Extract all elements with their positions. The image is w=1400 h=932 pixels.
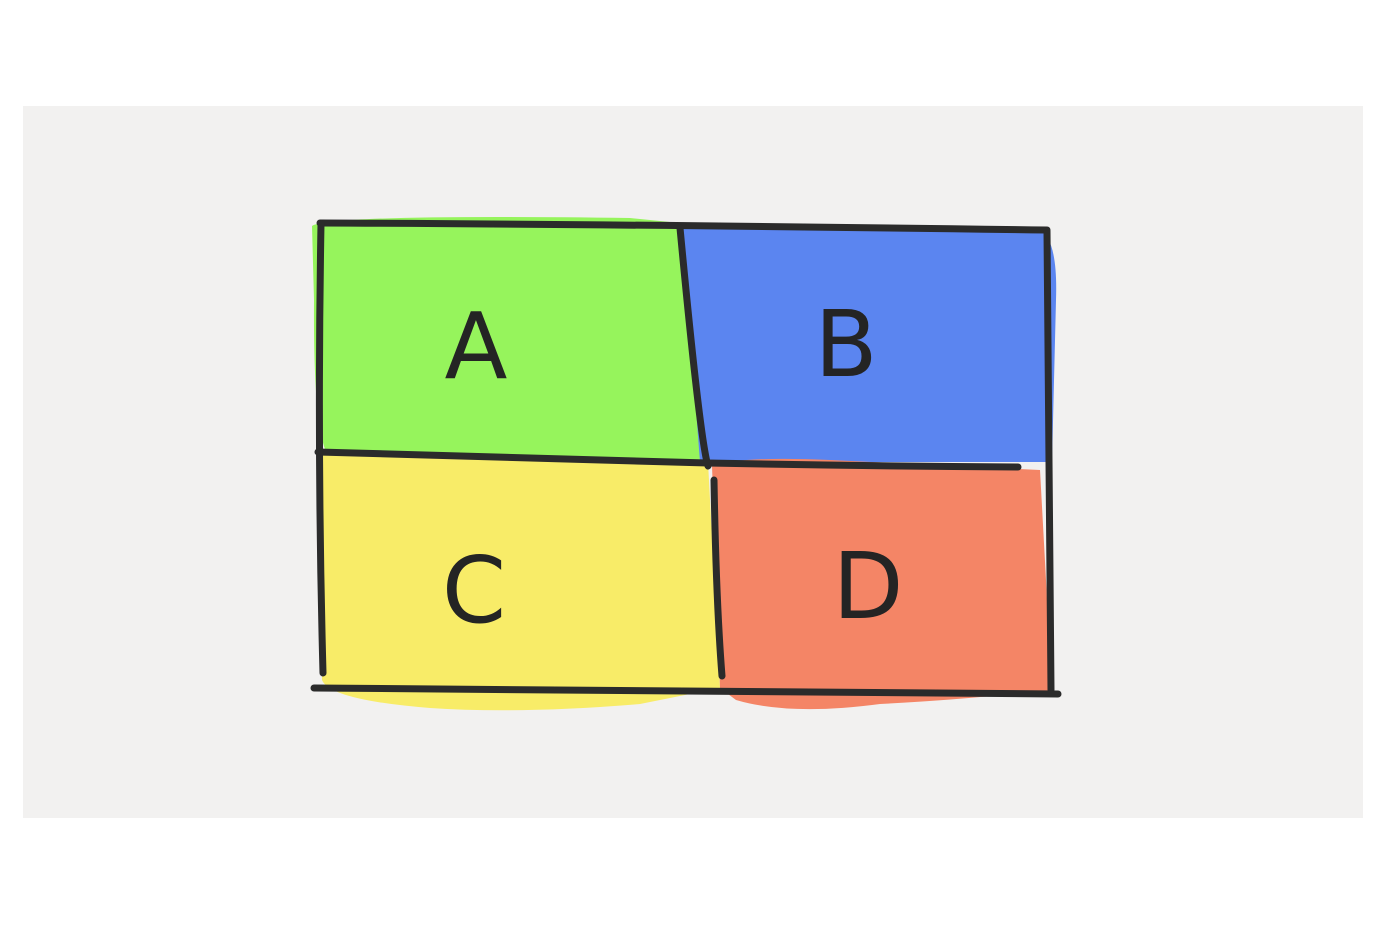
- quadrant-d-fill: [712, 458, 1052, 710]
- quadrant-d-label: D: [833, 533, 904, 640]
- quadrant-b-label: B: [814, 291, 877, 398]
- quadrant-b-fill: [682, 228, 1057, 462]
- quadrant-c-label: C: [442, 537, 506, 644]
- grid-line-middle-horizontal: [314, 448, 1022, 471]
- grid-line-right: [1043, 227, 1055, 694]
- grid-line-top: [316, 219, 1051, 234]
- quadrant-a-fill: [312, 217, 700, 460]
- grid-line-left: [315, 220, 327, 677]
- quadrant-c-fill: [318, 452, 720, 711]
- quadrant-a-label: A: [445, 293, 508, 400]
- grid-line-bottom: [310, 684, 1062, 698]
- grid-line-middle-vertical: [676, 224, 726, 680]
